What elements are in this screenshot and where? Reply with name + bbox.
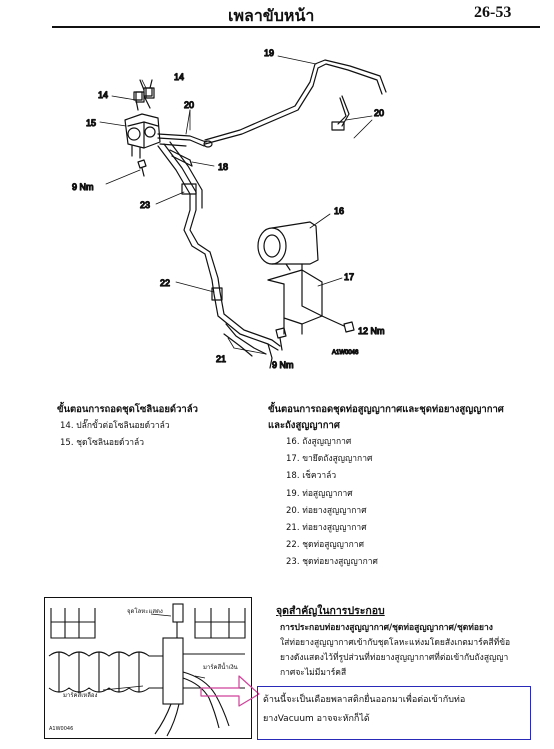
callout-12nm: 12 Nm	[358, 326, 385, 336]
title-line: และถังสูญญากาศ	[268, 420, 340, 431]
page-number: 26-53	[474, 4, 512, 21]
callout-20b: 20	[374, 108, 384, 118]
callout-14a: 14	[98, 90, 108, 100]
body-line: กาศจะไม่มีมาร์คสี	[280, 668, 347, 678]
list-item: 14. ปลั๊กขั้วต่อโซลินอยด์วาล์ว	[60, 421, 170, 431]
vacuum-hoses-20	[157, 133, 213, 148]
callout-19: 19	[264, 48, 274, 58]
list-item: 17. ขายึดถังสูญญากาศ	[286, 454, 373, 465]
callout-9nm-lower: 9 Nm	[272, 360, 294, 370]
callout-20a: 20	[184, 100, 194, 110]
list-item: 21. ท่อยางสูญญากาศ	[286, 522, 367, 533]
list-item: 22. ชุดท่อสูญญากาศ	[286, 540, 364, 551]
vacuum-pipe-assembly-22	[204, 251, 281, 355]
check-valve-18	[169, 149, 193, 167]
assembly-detail-figure: จุดโลหะแสดง มาร์คสีน้ำเงิน มาร์คสีเหลือง…	[44, 597, 252, 739]
callout-23: 23	[140, 200, 150, 210]
bolt-12nm	[321, 315, 355, 333]
annotation-note-box	[257, 686, 531, 740]
solenoid-removal-title: ขั้นตอนการถอดชุดโซลินอยด์วาล์ว	[57, 404, 198, 415]
list-item: 19. ท่อสูญญากาศ	[286, 488, 353, 499]
callout-16: 16	[334, 206, 344, 216]
callout-9nm-upper: 9 Nm	[72, 182, 94, 192]
annotation-arrow	[200, 675, 260, 707]
page-title: เพลาขับหน้า	[228, 6, 315, 25]
body-line: ใส่ท่อยางสูญญากาศเข้ากับชุดโลหะแห่งมโดยส…	[280, 638, 511, 648]
title-line: ขั้นตอนการถอดชุดท่อสูญญากาศและชุดท่อยางส…	[268, 404, 504, 415]
list-item: 18. เช็ควาล์ว	[286, 471, 337, 482]
callout-17: 17	[344, 272, 354, 282]
callout-18: 18	[218, 162, 228, 172]
vacuum-hose-assembly-23	[157, 141, 211, 255]
vacuum-hoses-21	[223, 333, 273, 369]
solenoid-removal-list: 14. ปลั๊กขั้วต่อโซลินอยด์วาล์ว 15. ชุดโซ…	[60, 418, 170, 452]
callout-15: 15	[86, 118, 96, 128]
vacuum-removal-list: 16. ถังสูญญากาศ 17. ขายึดถังสูญญากาศ 18.…	[286, 434, 378, 572]
solenoid-valve-15	[124, 87, 161, 159]
vacuum-tank-16	[257, 221, 319, 271]
figure-code: A1W0046	[332, 350, 359, 356]
header-divider	[52, 26, 540, 28]
list-item: 23. ชุดท่อยางสูญญากาศ	[286, 557, 378, 568]
figure-label-clip: จุดโลหะแสดง	[127, 608, 163, 615]
tank-bracket-17	[267, 269, 323, 335]
figure-label-yellow-mark: มาร์คสีเหลือง	[63, 692, 98, 699]
bolt-9nm-lower	[275, 327, 287, 351]
list-item: 20. ท่อยางสูญญากาศ	[286, 505, 367, 516]
list-item: 16. ถังสูญญากาศ	[286, 437, 352, 447]
note-line: ยางVacuum อาจจะหักก็ได้	[263, 714, 370, 724]
callout-leaders	[99, 55, 373, 355]
bolt-9nm-upper	[137, 159, 147, 177]
vacuum-pipe-19	[204, 59, 387, 145]
solenoid-connectors-14	[135, 79, 155, 103]
note-line: ด้านนี้จะเป็นเดือยพลาสติกยื่นออกมาเพื่อต…	[263, 695, 466, 705]
assembly-detail-drawing	[48, 603, 246, 737]
callout-22: 22	[160, 278, 170, 288]
assembly-key-points-title: จุดสำคัญในการประกอบ	[276, 605, 385, 617]
vacuum-system-exploded-diagram: 19 14 14 15 20 20 18 9 Nm 23 16 22 17 12…	[71, 47, 387, 371]
figure-code: A1W0046	[49, 726, 74, 732]
callout-21: 21	[216, 354, 226, 364]
assembly-body: ใส่ท่อยางสูญญากาศเข้ากับชุดโลหะแห่งมโดยส…	[280, 636, 546, 681]
annotation-note-text: ด้านนี้จะเป็นเดือยพลาสติกยื่นออกมาเพื่อต…	[263, 691, 527, 729]
callout-14b: 14	[174, 72, 184, 82]
list-item: 15. ชุดโซลินอยด์วาล์ว	[60, 438, 144, 448]
vacuum-removal-title: ขั้นตอนการถอดชุดท่อสูญญากาศและชุดท่อยางส…	[268, 402, 504, 434]
body-line: ยางดังแสดงไว้ที่รูปส่วนที่ท่อยางสูญญากาศ…	[280, 653, 509, 663]
figure-label-blue-mark: มาร์คสีน้ำเงิน	[203, 664, 238, 671]
assembly-heading: การประกอบท่อยางสูญญากาศ/ชุดท่อสูญญากาศ/ช…	[280, 623, 493, 633]
